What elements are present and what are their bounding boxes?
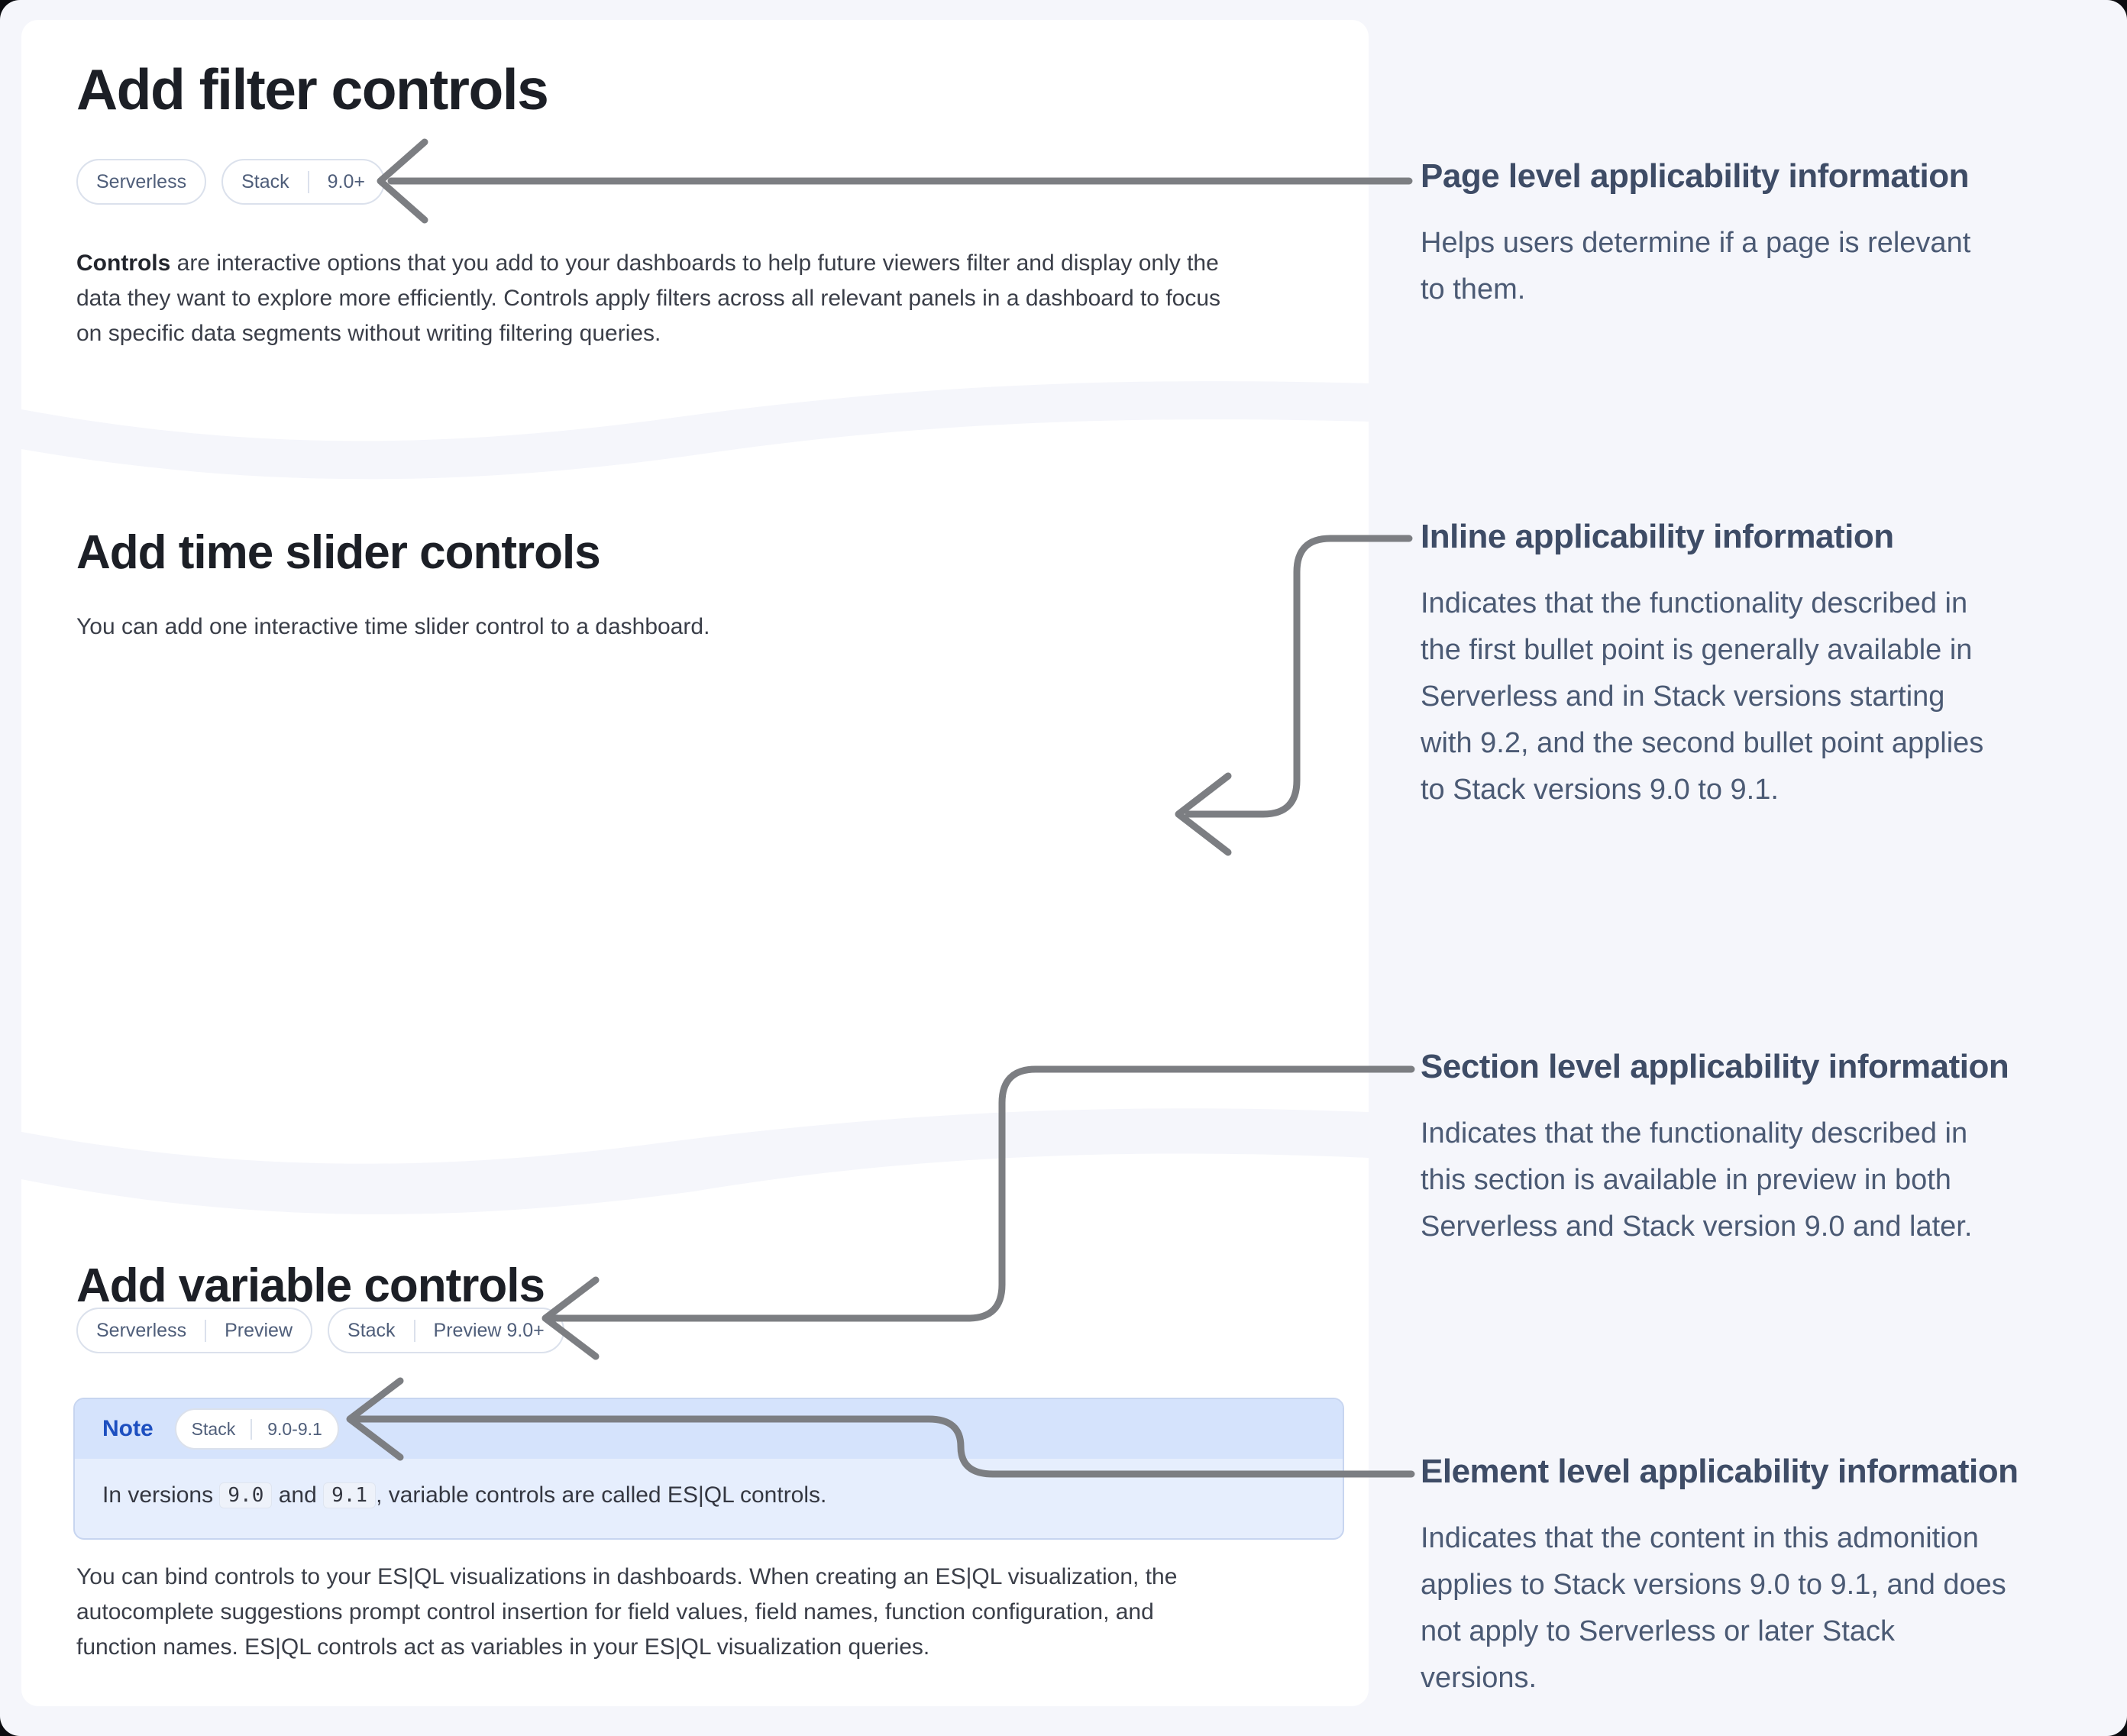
code-span: 9.1 [323, 1482, 377, 1508]
note-content: In versions 9.0 and 9.1, variable contro… [75, 1459, 1343, 1538]
note-header: Note Stack 9.0-9.1 [75, 1399, 1343, 1459]
code-span: 9.0 [219, 1482, 273, 1508]
badge-segment: Stack [191, 1418, 236, 1439]
annotation-body-section-level: Indicates that the functionality describ… [1421, 1117, 1973, 1243]
badge-segment: Serverless [96, 170, 187, 192]
badge-segment: Stack [241, 170, 289, 192]
text-segment: are interactive options that you add to … [76, 251, 1221, 346]
annotation-body-page-level: Helps users determine if a page is relev… [1421, 227, 1971, 305]
badge-segment: Preview [205, 1319, 311, 1342]
text-segment: , variable controls are called ES|QL con… [376, 1482, 827, 1508]
badge-serverless: Serverless [76, 159, 207, 205]
section-applicability-badges: Serverless Preview Stack Preview 9.0+ [76, 1308, 564, 1353]
section-title-time-slider: Add time slider controls [76, 526, 601, 579]
intro-paragraph: Controls are interactive options that yo… [76, 246, 1329, 351]
annotation-title-page-level: Page level applicability information [1421, 157, 1969, 195]
variable-paragraph: You can bind controls to your ES|QL visu… [76, 1564, 1178, 1660]
annotation-title-section-level: Section level applicability information [1421, 1048, 2009, 1085]
badge-segment: Stack [347, 1319, 396, 1341]
text-segment: In versions [102, 1482, 220, 1508]
text-segment: and [272, 1482, 324, 1508]
annotation-title-inline: Inline applicability information [1421, 518, 1894, 555]
badge-stack-version: Stack 9.0+ [221, 159, 385, 205]
note-label: Note [102, 1416, 154, 1441]
text-segment: Controls [76, 251, 171, 276]
badge-stack-preview-version: Stack Preview 9.0+ [328, 1308, 564, 1353]
section-title-variable: Add variable controls [76, 1259, 545, 1312]
badge-segment: Preview 9.0+ [413, 1319, 563, 1342]
note-admonition: Note Stack 9.0-9.1 In versions 9.0 and 9.… [73, 1398, 1344, 1540]
badge-segment: 9.0+ [307, 170, 383, 193]
badge-segment: 9.0-9.1 [251, 1418, 338, 1440]
page-title: Add filter controls [76, 57, 549, 121]
badge-segment: Serverless [96, 1319, 187, 1341]
time-slider-intro: You can add one interactive time slider … [76, 614, 710, 639]
annotation-body-inline: Indicates that the functionality describ… [1421, 587, 1984, 806]
badge-serverless-preview: Serverless Preview [76, 1308, 313, 1353]
annotation-body-element-level: Indicates that the content in this admon… [1421, 1522, 2006, 1694]
page-applicability-badges: Serverless Stack 9.0+ [76, 159, 385, 205]
badge-stack-version: Stack 9.0-9.1 [174, 1408, 339, 1450]
annotation-title-element-level: Element level applicability information [1421, 1453, 2019, 1490]
